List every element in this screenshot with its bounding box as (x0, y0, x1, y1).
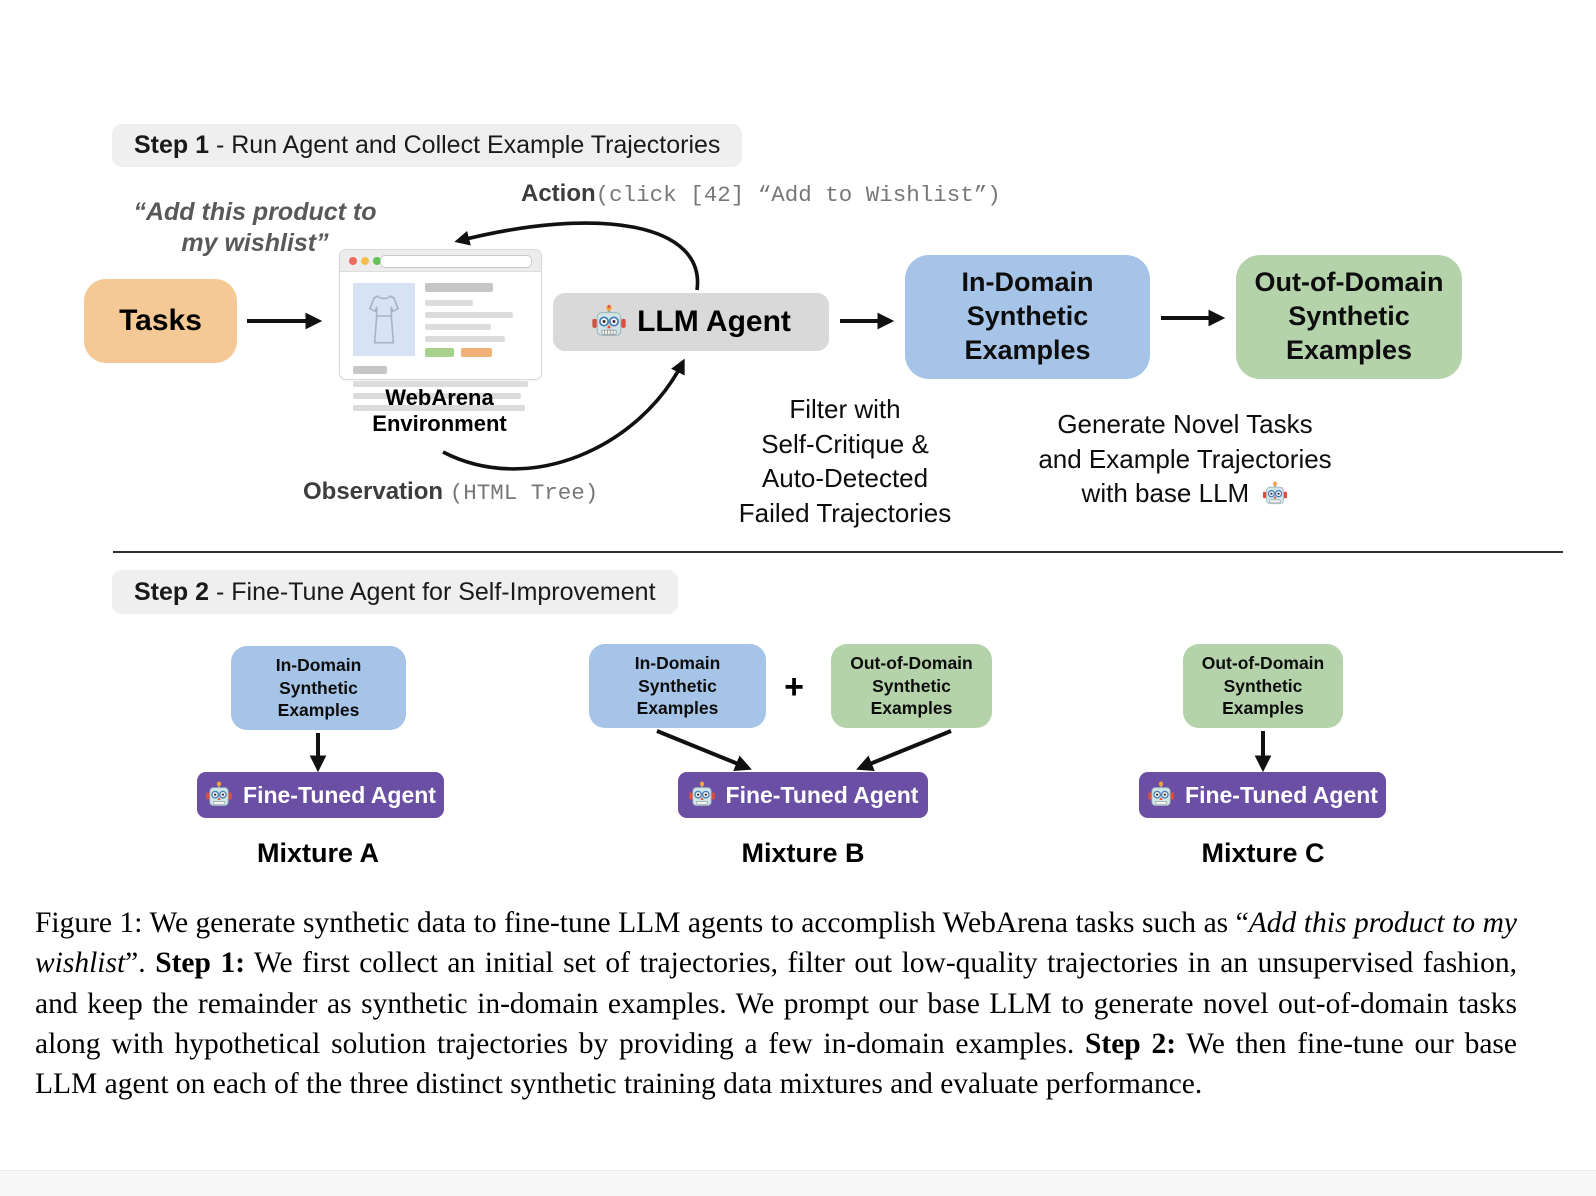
green-button-placeholder (425, 348, 454, 357)
step2-header: Step 2 - Fine-Tune Agent for Self-Improv… (112, 570, 678, 614)
robot-icon (688, 781, 715, 806)
text-line-placeholder (425, 324, 491, 330)
mixture-a-agent-box: Fine-Tuned Agent (197, 772, 444, 818)
step2-header-bold: Step 2 (134, 577, 210, 606)
caption-text: Figure 1: We generate synthetic data to … (35, 907, 1249, 939)
mixture-b-right-arrow (856, 729, 952, 772)
mixture-b-left-arrow (656, 729, 752, 772)
plus-sign: + (784, 668, 804, 706)
mixture-c-agent-label: Fine-Tuned Agent (1185, 781, 1378, 808)
tasks-box-label: Tasks (119, 304, 202, 337)
action-annotation: Action(click [42] “Add to Wishlist”) (521, 180, 1001, 208)
step1-header: Step 1 - Run Agent and Collect Example T… (112, 124, 743, 167)
text-line-placeholder (353, 405, 525, 411)
step2-header-rest: - Fine-Tune Agent for Self-Improvement (209, 577, 656, 606)
text-line-placeholder (353, 366, 387, 374)
dress-icon (369, 294, 399, 343)
mixture-b-source-box-outdomain: Out-of-Domain Synthetic Examples (831, 644, 992, 728)
figure-caption: Figure 1: We generate synthetic data to … (35, 903, 1517, 1104)
caption-task-italic: Add this product to my wishlist (35, 907, 1517, 980)
yellow-dot-icon (361, 257, 369, 265)
action-code: (click [42] “Add to Wishlist”) (595, 182, 1001, 208)
caption-text: We first collect an initial set of traje… (35, 947, 1517, 1060)
text-line-placeholder (425, 283, 493, 292)
generate-note: Generate Novel Tasks and Example Traject… (1010, 407, 1360, 511)
mixture-b-agent-box: Fine-Tuned Agent (678, 772, 928, 818)
generate-note-line2: and Example Trajectories (1038, 443, 1332, 474)
webarena-caption: WebArena Environment (372, 385, 507, 437)
observation-code: (HTML Tree) (449, 480, 599, 506)
out-of-domain-box: Out-of-Domain Synthetic Examples (1236, 255, 1462, 379)
text-line-placeholder (353, 393, 521, 399)
text-line-placeholder (353, 381, 528, 387)
observation-label: Observation (303, 478, 444, 505)
mixture-a-label: Mixture A (256, 838, 379, 868)
generate-note-line1: Generate Novel Tasks (1057, 409, 1313, 439)
task-quote: “Add this product to my wishlist” (133, 198, 377, 258)
mixture-b-agent-label: Fine-Tuned Agent (725, 781, 919, 808)
llm-agent-box: LLM Agent (553, 293, 829, 351)
robot-icon (1263, 481, 1288, 505)
filter-note: Filter with Self-Critique & Auto-Detecte… (738, 394, 952, 528)
product-image (353, 283, 415, 356)
observation-annotation: Observation (HTML Tree) (303, 478, 598, 506)
section-divider (113, 551, 1563, 553)
mixture-a-agent-label: Fine-Tuned Agent (243, 781, 436, 808)
in-domain-box: In-Domain Synthetic Examples (905, 255, 1150, 379)
robot-icon (592, 304, 626, 337)
tasks-box: Tasks (84, 279, 237, 363)
red-dot-icon (349, 257, 357, 265)
caption-text: ”. (125, 947, 156, 980)
caption-step2-bold: Step 2: (1084, 1027, 1177, 1060)
caption-text: We then fine-tune our base LLM agent on … (35, 1027, 1517, 1101)
url-bar (380, 255, 532, 268)
step1-header-rest: - Run Agent and Collect Example Trajecto… (209, 131, 721, 159)
mixture-c-label: Mixture C (1201, 838, 1325, 868)
generate-note-line3: with base LLM (1081, 478, 1250, 509)
step1-header-bold: Step 1 (134, 131, 210, 159)
action-label: Action (521, 180, 596, 207)
mixture-b-source-box-indomain: In-Domain Synthetic Examples (589, 644, 766, 728)
browser-mockup (339, 249, 542, 411)
green-dot-icon (373, 257, 381, 265)
text-line-placeholder (425, 312, 513, 318)
llm-agent-label: LLM Agent (637, 305, 791, 338)
robot-icon (206, 781, 232, 806)
text-line-placeholder (425, 336, 505, 342)
text-line-placeholder (425, 300, 473, 306)
mixture-c-source-box: Out-of-Domain Synthetic Examples (1183, 644, 1343, 728)
caption-step1-bold: Step 1: (155, 947, 246, 980)
bottom-strip (0, 1170, 1596, 1196)
robot-icon (1148, 781, 1174, 806)
orange-button-placeholder (461, 348, 492, 357)
browser-titlebar (340, 250, 541, 272)
mixture-c-agent-box: Fine-Tuned Agent (1139, 772, 1386, 818)
mixture-b-label: Mixture B (741, 838, 865, 868)
mixture-a-source-box: In-Domain Synthetic Examples (231, 646, 406, 730)
